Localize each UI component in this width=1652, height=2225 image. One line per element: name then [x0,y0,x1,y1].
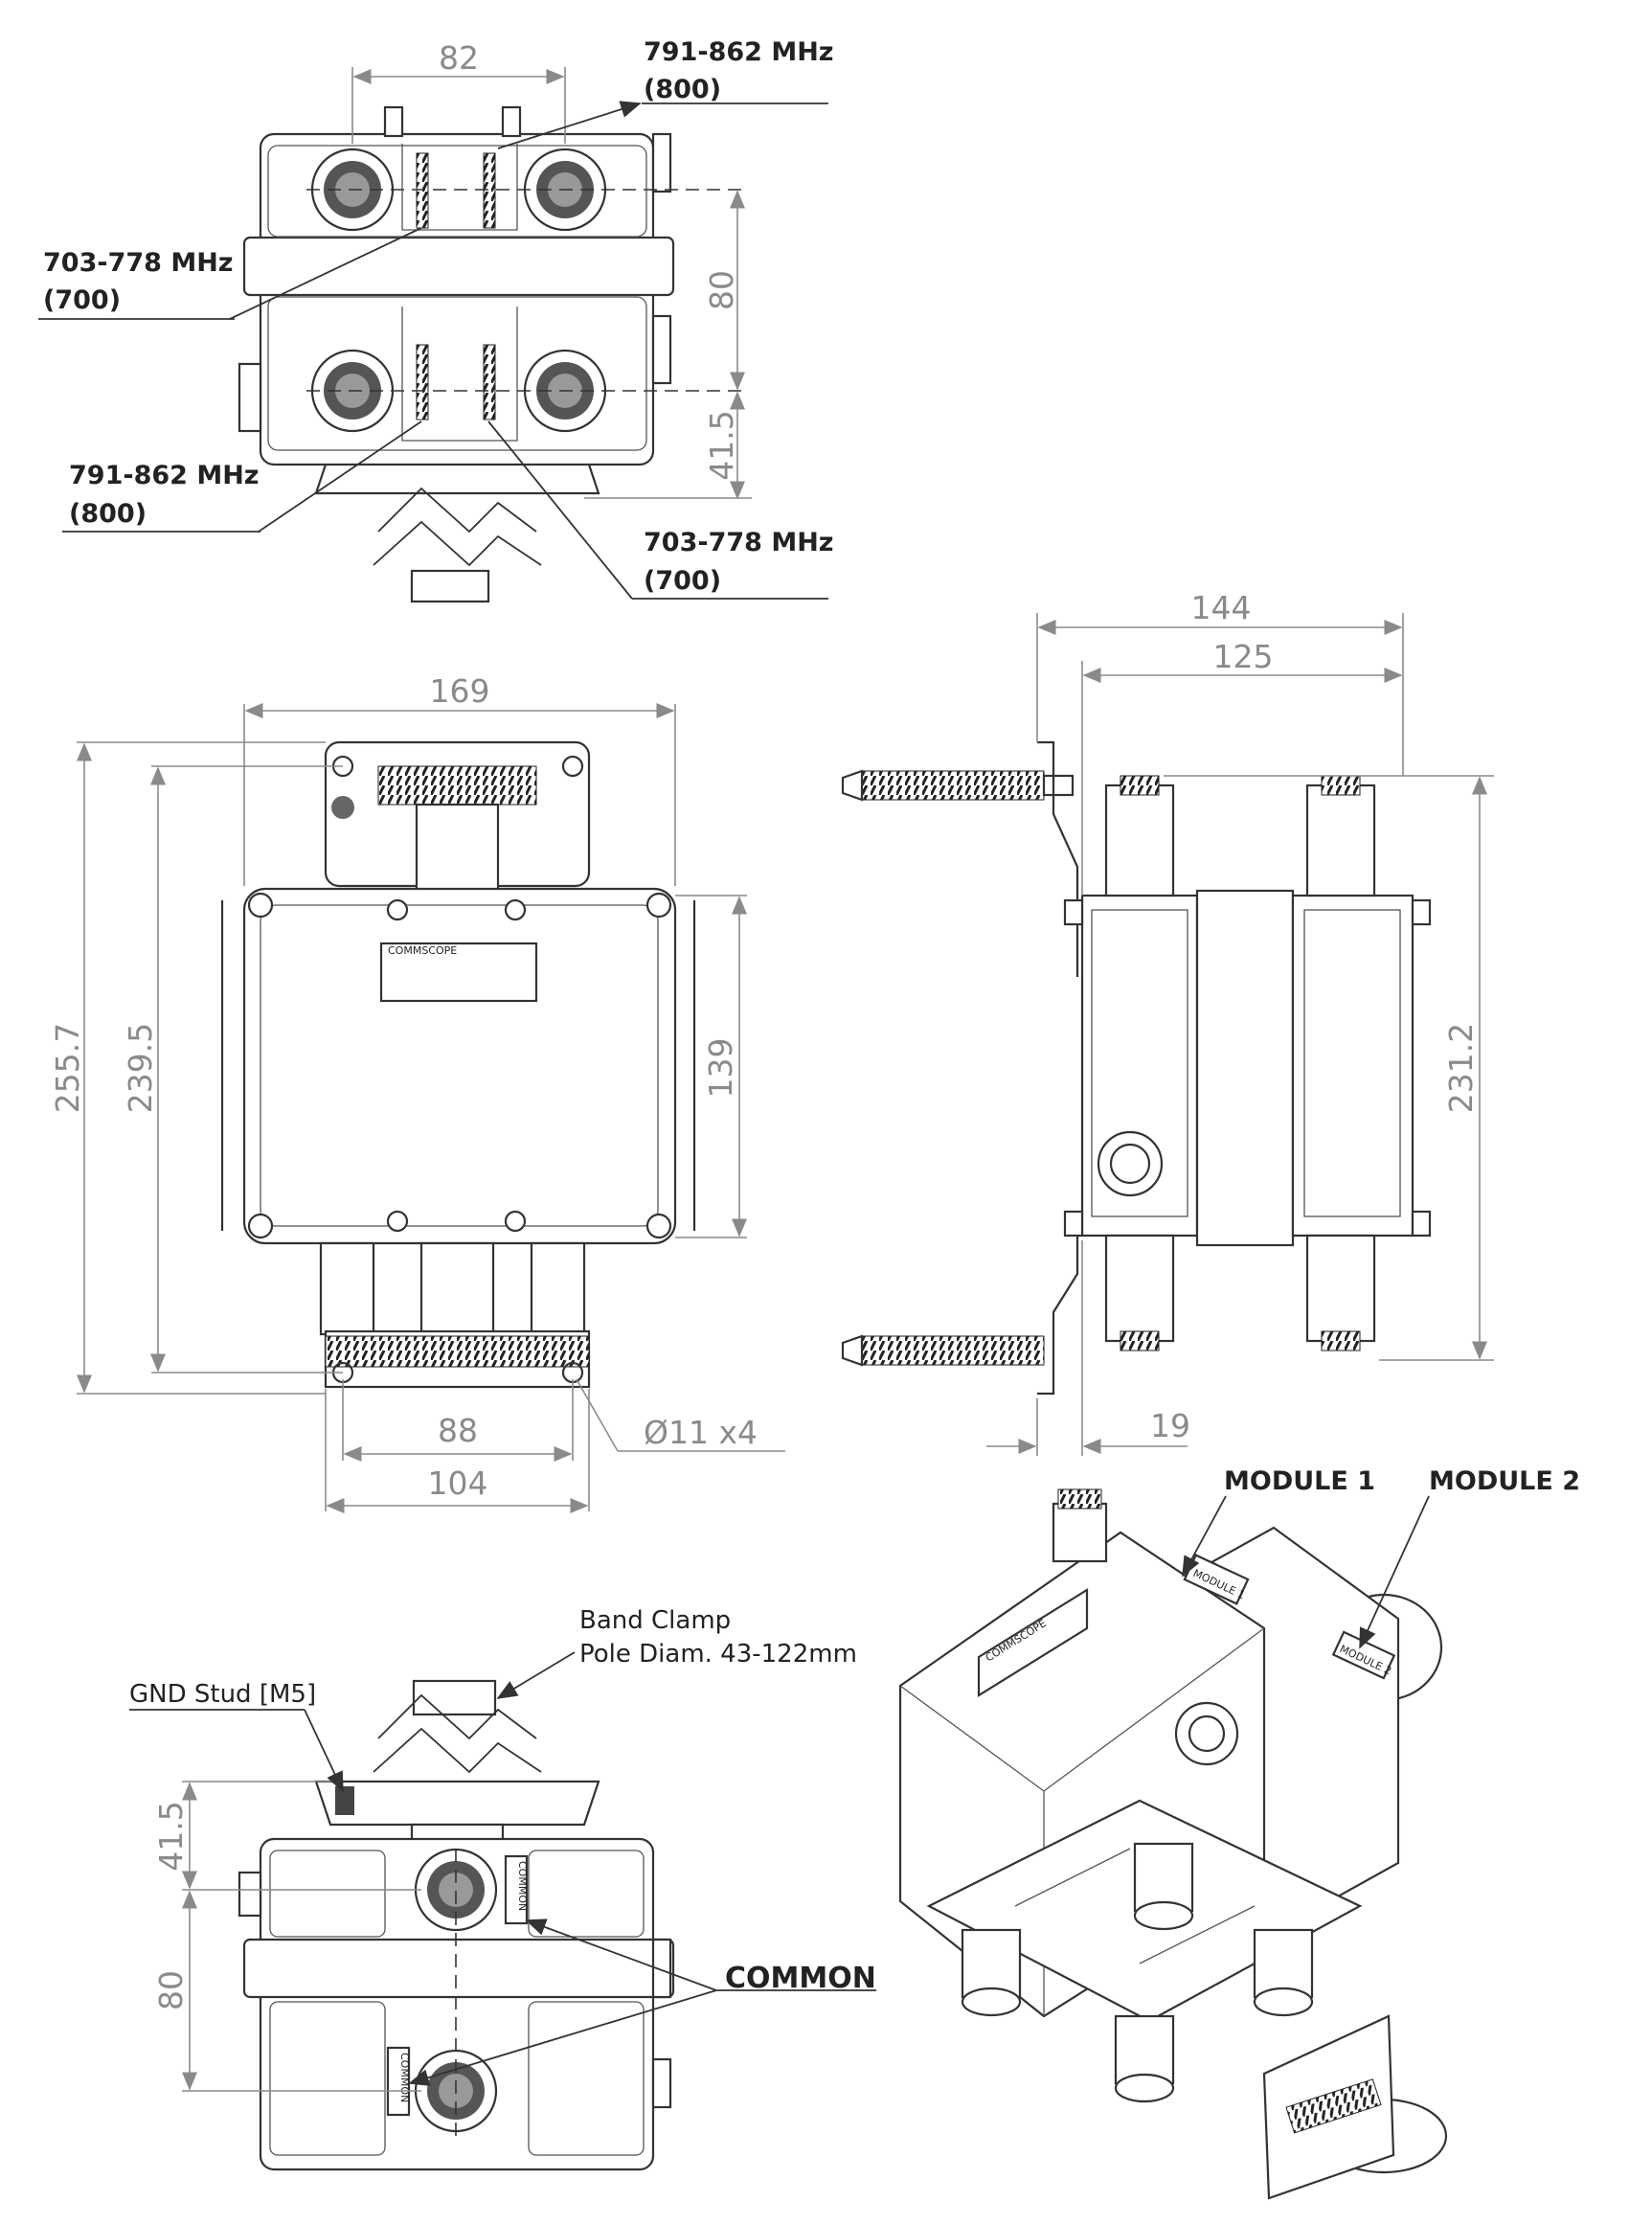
dim-144: 144 [1191,589,1252,626]
top-view: 82 80 41.5 791-862 MHz (800) 703-778 MHz… [38,37,834,603]
dim-41-5-bottom: 41.5 [152,1801,190,1871]
front-brand: COMMSCOPE [388,944,457,957]
dim-169: 169 [430,672,490,710]
label-800-bottom: 791-862 MHz [69,461,260,490]
common-tag-bottom: COMMON [398,2053,411,2102]
dim-41-5: 41.5 [703,410,740,480]
dim-82: 82 [439,39,479,77]
dim-80-bottom: 80 [152,1970,190,2010]
label-700-left: 703-778 MHz [43,248,234,278]
connector-icon [1253,1928,1314,2017]
side-view: 144 125 231.2 19 [841,589,1494,1456]
label-700-bottom-sub: (700) [644,566,721,596]
dim-239-5: 239.5 [122,1023,159,1113]
label-700-bottom: 703-778 MHz [644,528,834,557]
dim-139: 139 [702,1038,739,1099]
label-800-bottom-sub: (800) [69,499,147,529]
front-view: COMMSCOPE 169 255.7 239.5 139 88 [49,672,785,1513]
common-tag-top: COMMON [516,1861,529,1911]
module2-label: MODULE 2 [1429,1466,1580,1496]
connector-icon [1133,1842,1194,1931]
bottom-view: COMMON COMMON 41.5 80 Band Clamp Pole Di… [129,1606,876,2171]
dim-88: 88 [438,1412,478,1449]
dim-125: 125 [1213,638,1274,675]
dim-231-2: 231.2 [1442,1023,1480,1113]
dim-104: 104 [428,1464,488,1502]
band-clamp-sub: Pole Diam. 43-122mm [579,1640,857,1669]
label-800-top-sub: (800) [644,75,721,104]
hole-callout: Ø11 x4 [644,1414,758,1451]
connector-icon [961,1928,1022,2017]
iso-view: COMMSCOPE MODULE 1 MODULE 2 MODULE 1 MOD… [898,1466,1580,2200]
dim-19: 19 [1150,1407,1190,1444]
label-700-left-sub: (700) [43,285,121,315]
connector-icon [1114,2014,1175,2103]
dim-80: 80 [703,270,740,310]
label-800-top: 791-862 MHz [644,37,834,67]
gnd-stud-label: GND Stud [M5] [129,1680,316,1709]
band-clamp-label: Band Clamp [579,1606,731,1635]
module1-label: MODULE 1 [1224,1466,1375,1496]
dim-255-7: 255.7 [49,1023,86,1113]
